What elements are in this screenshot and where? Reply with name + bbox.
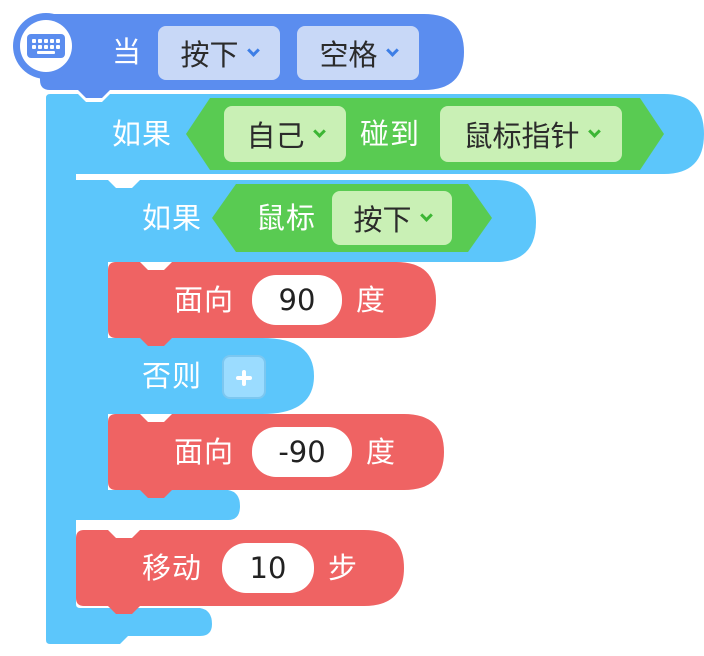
key-select-dropdown[interactable]: 空格 <box>297 26 419 80</box>
touch-target-dropdown[interactable]: 自己 <box>224 106 346 162</box>
chevron-down-icon <box>419 208 433 222</box>
mouse-state-value: 按下 <box>353 203 412 237</box>
else-label: 否则 <box>142 359 203 393</box>
chevron-down-icon <box>312 124 326 138</box>
direction-value-2: -90 <box>278 435 326 469</box>
add-branch-button[interactable] <box>222 355 266 399</box>
move-label: 移动 <box>142 551 203 585</box>
steps-unit: 步 <box>328 551 359 585</box>
direction-value-1: 90 <box>278 283 316 317</box>
key-action-dropdown[interactable]: 按下 <box>158 26 280 80</box>
if-inner-label: 如果 <box>142 201 203 235</box>
face-label-1: 面向 <box>174 283 235 317</box>
when-label: 当 <box>112 35 143 69</box>
chevron-down-icon <box>587 124 601 138</box>
key-select-value: 空格 <box>319 38 378 72</box>
direction-input-2[interactable]: -90 <box>252 427 352 477</box>
face-label-2: 面向 <box>174 435 235 469</box>
touch-target-value: 自己 <box>246 119 305 153</box>
touch-object-value: 鼠标指针 <box>463 119 580 153</box>
mouse-state-dropdown[interactable]: 按下 <box>332 191 452 245</box>
mouse-label: 鼠标 <box>256 201 317 235</box>
if-outer-label: 如果 <box>112 117 173 151</box>
key-action-value: 按下 <box>180 38 239 72</box>
direction-input-1[interactable]: 90 <box>252 275 342 325</box>
touching-label: 碰到 <box>360 117 421 151</box>
degree-unit-1: 度 <box>356 283 387 317</box>
steps-value: 10 <box>249 551 287 585</box>
keyboard-icon <box>27 34 65 58</box>
touch-object-dropdown[interactable]: 鼠标指针 <box>440 106 622 162</box>
steps-input[interactable]: 10 <box>222 543 314 593</box>
chevron-down-icon <box>385 43 399 57</box>
degree-unit-2: 度 <box>366 435 397 469</box>
chevron-down-icon <box>246 43 260 57</box>
